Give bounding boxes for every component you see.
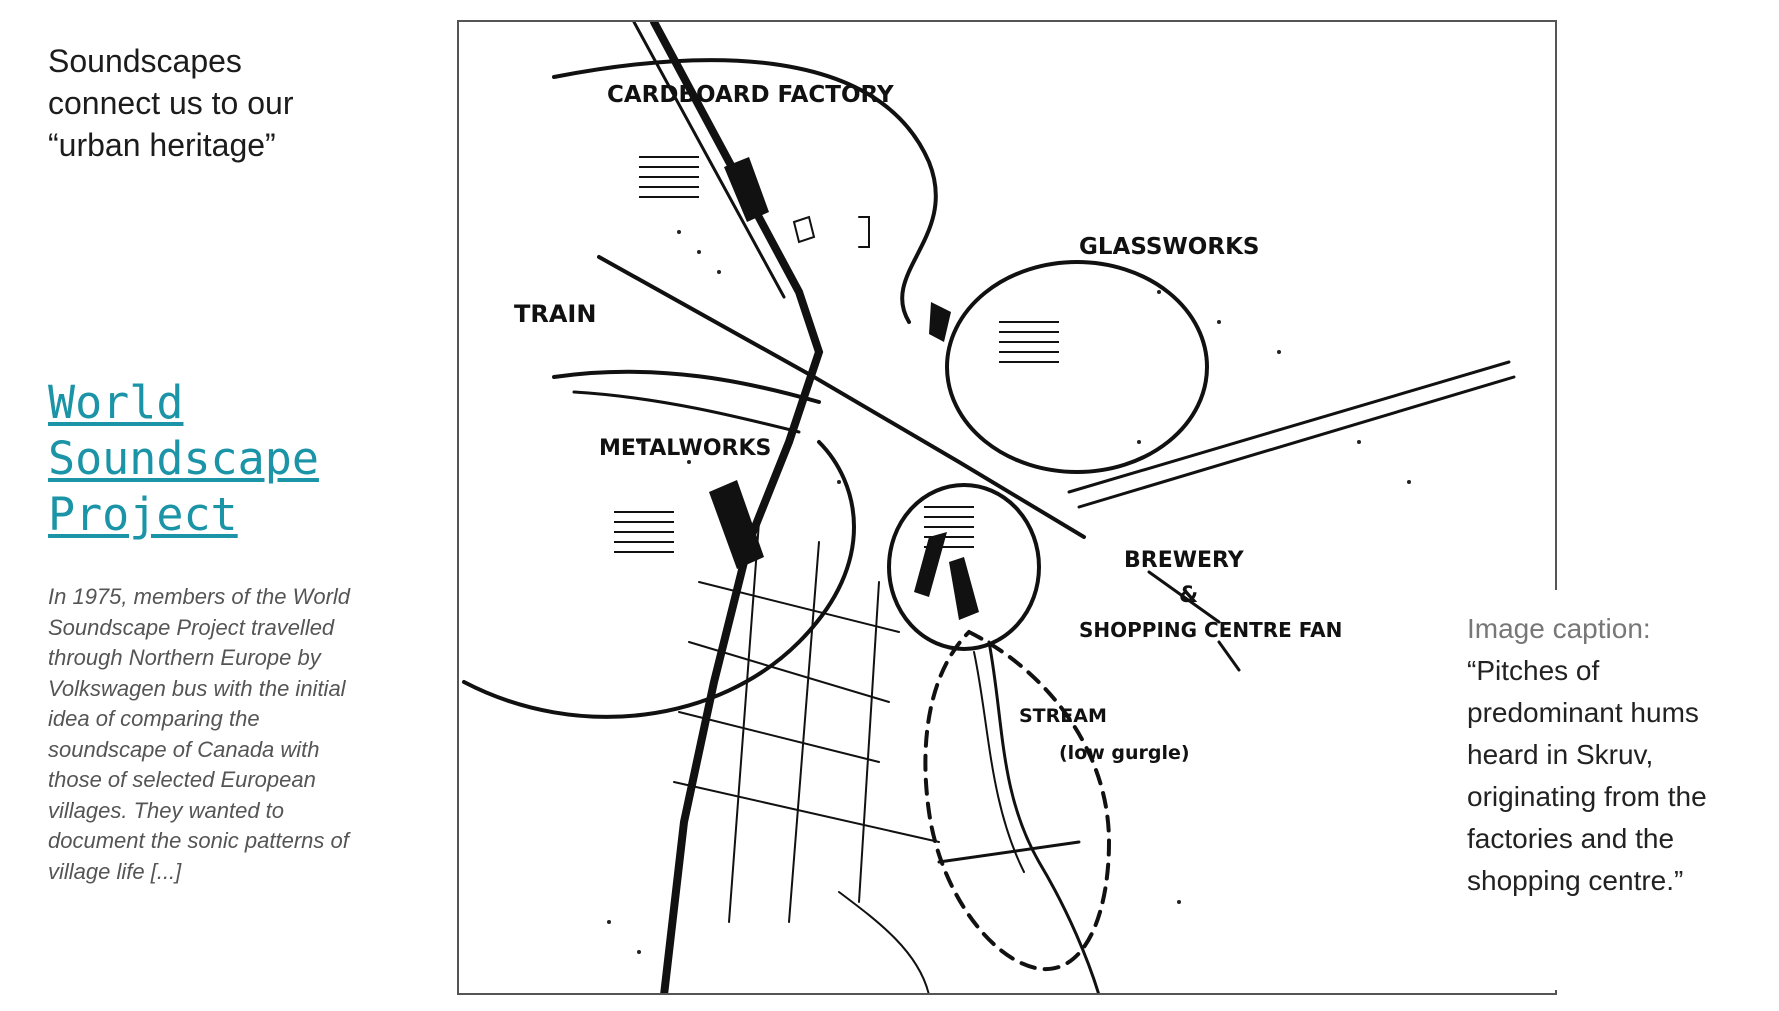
description-line: Volkswagen bus with the initial <box>48 675 346 701</box>
link-line[interactable]: World <box>48 376 184 429</box>
caption-label: Image caption: <box>1467 613 1651 644</box>
link-line[interactable]: Soundscape <box>48 432 319 485</box>
caption-line: predominant hums <box>1467 697 1699 728</box>
description-line: soundscape of Canada with <box>48 736 320 762</box>
map-label-glassworks: GLASSWORKS <box>1079 234 1259 260</box>
map-label-ampersand: & <box>1179 583 1198 608</box>
description-line: Soundscape Project travelled <box>48 614 335 640</box>
description-line: idea of comparing the <box>48 706 260 731</box>
map-label-cardboard-factory: CARDBOARD FACTORY <box>607 82 894 108</box>
image-caption: Image caption: “Pitches of predominant h… <box>1467 608 1767 902</box>
map-drawing: CARDBOARD FACTORY TRAIN GLASSWORKS METAL… <box>462 22 1516 993</box>
description-line: village life [...] <box>48 858 182 884</box>
caption-line: originating from the <box>1467 781 1707 812</box>
world-soundscape-project-link[interactable]: World Soundscape Project <box>48 375 428 543</box>
map-label-stream: STREAM <box>1019 705 1107 727</box>
description-line: document the sonic patterns of <box>48 828 349 853</box>
description-line: villages. They wanted to <box>48 797 285 823</box>
description-text: In 1975, members of the World Soundscape… <box>48 582 408 887</box>
caption-line: “Pitches of <box>1467 655 1600 686</box>
description-line: those of selected European <box>48 767 316 792</box>
map-label-metalworks: METALWORKS <box>599 436 771 461</box>
caption-background <box>1462 590 1779 990</box>
page-title: Soundscapes connect us to our “urban her… <box>48 40 378 166</box>
caption-line: factories and the <box>1467 823 1675 854</box>
title-line: connect us to our <box>48 85 294 121</box>
map-label-shopping-centre-fan: SHOPPING CENTRE FAN <box>1079 618 1342 642</box>
caption-line: shopping centre.” <box>1467 865 1684 896</box>
map-label-train: TRAIN <box>514 300 596 328</box>
skruv-soundscape-map: CARDBOARD FACTORY TRAIN GLASSWORKS METAL… <box>457 20 1557 995</box>
description-line: through Northern Europe by <box>48 645 321 670</box>
map-label-brewery: BREWERY <box>1124 548 1245 573</box>
description-line: In 1975, members of the World <box>48 584 351 609</box>
title-line: Soundscapes <box>48 43 242 79</box>
map-label-low-gurgle: (low gurgle) <box>1059 742 1190 764</box>
link-line[interactable]: Project <box>48 488 238 541</box>
title-line: “urban heritage” <box>48 127 276 163</box>
caption-line: heard in Skruv, <box>1467 739 1654 770</box>
